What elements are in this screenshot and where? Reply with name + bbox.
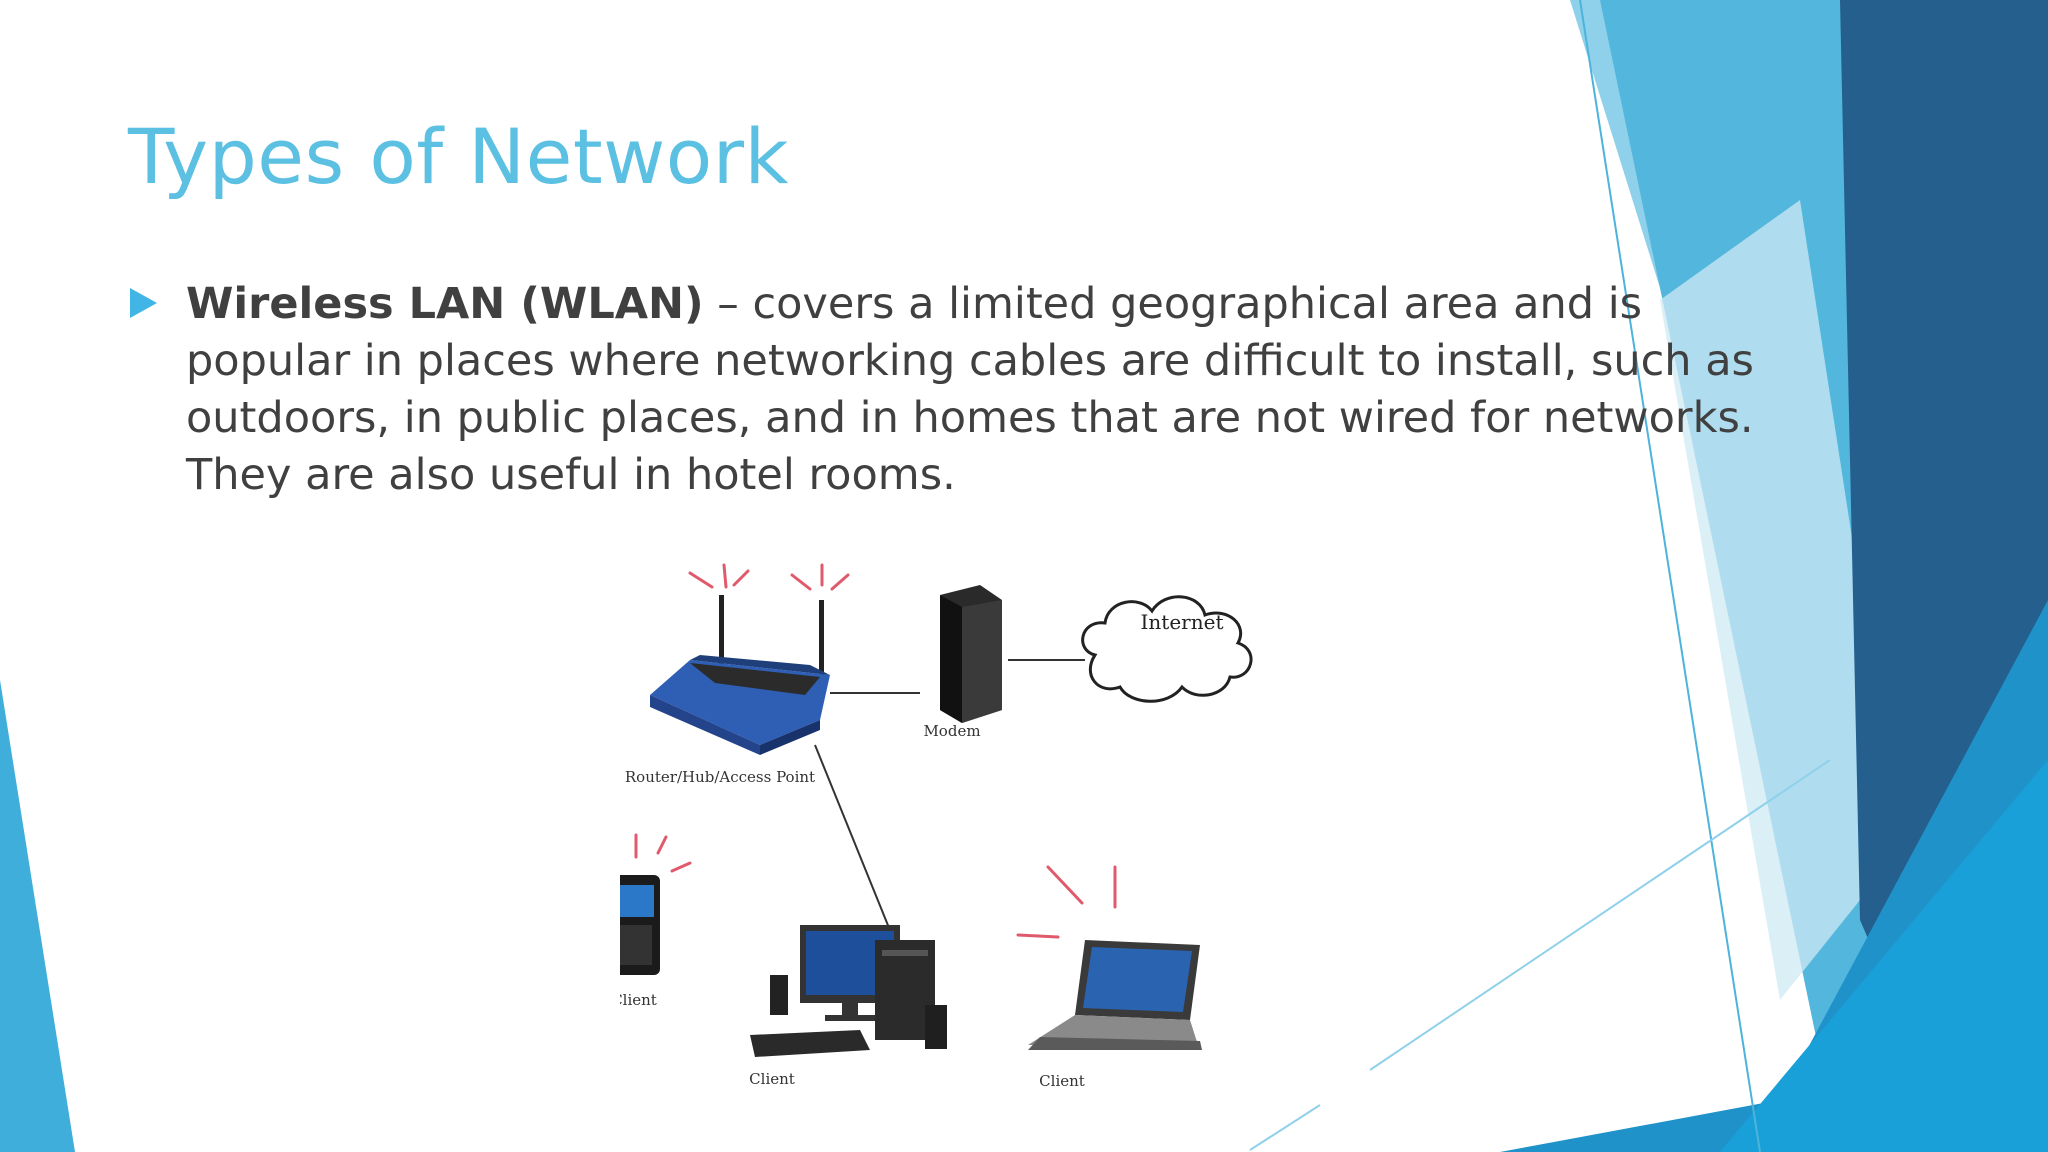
laptop-signal-icon (1016, 865, 1117, 939)
right-bright-panel (1720, 760, 2048, 1152)
modem-label: Modem (923, 722, 980, 740)
router-signal-icon (688, 563, 850, 591)
desktop-computer-icon (750, 925, 947, 1057)
thin-line-3 (1249, 1104, 1321, 1151)
left-edge-shape (0, 680, 75, 1152)
router-icon (650, 595, 830, 755)
router-label: Router/Hub/Access Point (625, 768, 815, 786)
modem-icon (940, 585, 1002, 723)
wlan-network-diagram: Internet Modem Router/Hub/Access Point C… (620, 563, 1253, 1090)
bullet-term: Wireless LAN (WLAN) (186, 279, 704, 329)
laptop-icon (1028, 940, 1202, 1050)
thin-line-1 (1579, 0, 1761, 1152)
phone-signal-icon (634, 833, 692, 873)
router-desktop-link (814, 744, 901, 956)
client-phone-label: Client (620, 991, 657, 1009)
bullet-arrow-icon (130, 288, 157, 318)
thin-line-2 (1369, 759, 1831, 1071)
client-desktop-label: Client (749, 1070, 795, 1088)
slide-title: Types of Network (128, 112, 790, 201)
bullet-text: – covers a limited geographical area and… (186, 279, 1754, 500)
client-laptop-label: Client (1039, 1072, 1085, 1090)
bullet-paragraph: Wireless LAN (WLAN) – covers a limited g… (186, 276, 1796, 504)
internet-label: Internet (1141, 610, 1224, 634)
phone-icon (620, 875, 660, 975)
right-pale-panel (1660, 200, 1900, 1000)
internet-cloud-icon: Internet (1081, 595, 1253, 703)
